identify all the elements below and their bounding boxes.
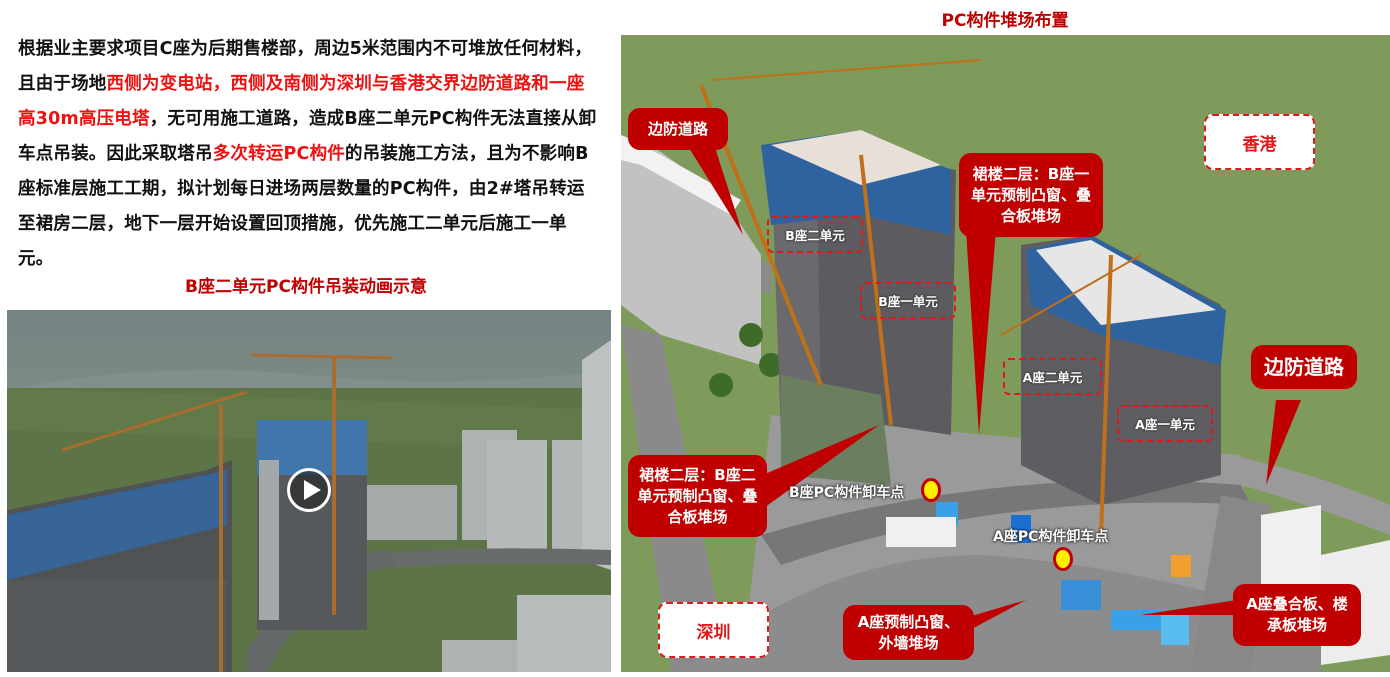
callout-a-window-wall-yard: A座预制凸窗、外墙堆场 bbox=[843, 605, 974, 660]
intro-text-3: 的吊装施工方法，且为不影响B座标准层施工工期，拟计划每日进场两层数量的PC构件，… bbox=[18, 144, 589, 269]
intro-highlight-2: 多次转运PC构件 bbox=[212, 144, 345, 164]
callout-pointers bbox=[681, 135, 1301, 640]
unit-box-a2: A座二单元 bbox=[1003, 358, 1102, 395]
unit-box-a1: A座一单元 bbox=[1117, 405, 1213, 442]
unload-point-a-label: A座PC构件卸车点 bbox=[993, 529, 1109, 545]
unload-point-b-marker bbox=[921, 478, 941, 502]
unload-point-b-label: B座PC构件卸车点 bbox=[789, 485, 905, 501]
intro-text-1: 根据业主要求项目C座为后期售楼部，周边5米范围内不可堆放任何材料，且由于场地 bbox=[18, 39, 593, 94]
callout-a-slab-yard: A座叠合板、楼承板堆场 bbox=[1233, 584, 1361, 646]
map-title: PC构件堆场布置 bbox=[941, 11, 1069, 31]
region-shenzhen: 深圳 bbox=[658, 602, 769, 658]
video-frame-scene bbox=[7, 310, 611, 672]
unload-point-a-marker bbox=[1053, 547, 1073, 571]
intro-highlight-1: 西侧为变电站，西侧及南侧为深圳与香港交界边防道路和一座高30m高压电塔 bbox=[18, 74, 585, 129]
callout-border-road-right: 边防道路 bbox=[1251, 345, 1357, 389]
video-title: B座二单元PC构件吊装动画示意 bbox=[185, 277, 427, 297]
play-button[interactable] bbox=[287, 468, 331, 512]
callout-podium-b-unit2-yard: 裙楼二层：B座二单元预制凸窗、叠合板堆场 bbox=[628, 455, 767, 537]
unit-box-b1: B座一单元 bbox=[860, 282, 956, 319]
intro-paragraph: 根据业主要求项目C座为后期售楼部，周边5米范围内不可堆放任何材料，且由于场地西侧… bbox=[18, 32, 598, 277]
unit-box-b2: B座二单元 bbox=[767, 216, 863, 253]
region-hongkong: 香港 bbox=[1204, 114, 1315, 170]
callout-border-road-left: 边防道路 bbox=[628, 108, 728, 150]
callout-podium-b-unit1-yard: 裙楼二层：B座一单元预制凸窗、叠合板堆场 bbox=[959, 153, 1103, 237]
intro-text-2: ，无可用施工道路，造成B座二单元PC构件无法直接从卸车点吊装。因此采取塔吊 bbox=[18, 109, 597, 164]
site-layout-map: 香港 深圳 边防道路 边防道路 裙楼二层：B座一单元预制凸窗、叠合板堆场 裙楼二… bbox=[621, 35, 1390, 672]
